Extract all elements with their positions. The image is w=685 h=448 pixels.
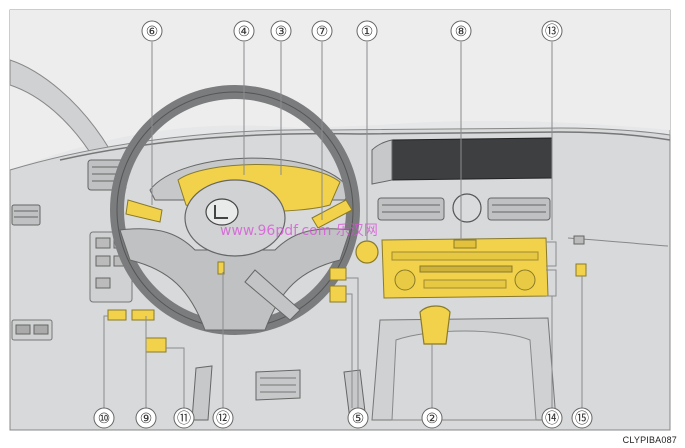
callout-13: ⑬	[541, 20, 563, 42]
analog-clock	[452, 193, 482, 223]
lexus-emblem-mark	[214, 205, 228, 219]
switch-11	[145, 337, 167, 353]
svg-text:⑥: ⑥	[146, 23, 159, 39]
display-bezel-left	[371, 139, 393, 185]
callout-8: ⑧	[450, 20, 472, 42]
callout-3: ③	[270, 20, 292, 42]
switch-9	[131, 309, 155, 321]
bracket-14	[546, 269, 557, 297]
svg-text:⑤: ⑤	[352, 410, 365, 426]
watermark-text: www.96pdf.com 乐汉网	[220, 223, 378, 239]
svg-text:⑫: ⑫	[216, 410, 230, 426]
svg-text:⑮: ⑮	[575, 410, 589, 426]
lexus-emblem	[205, 198, 239, 226]
shift-lever	[419, 305, 451, 345]
callout-5: ⑤	[347, 407, 369, 429]
callout-4: ④	[233, 20, 255, 42]
callout-10: ⑩	[93, 407, 115, 429]
console-armrest	[391, 330, 537, 421]
svg-text:⑧: ⑧	[455, 23, 468, 39]
engine-switch	[355, 240, 379, 264]
svg-text:⑨: ⑨	[140, 410, 153, 426]
switch-5b	[329, 285, 347, 303]
callout-7: ⑦	[311, 20, 333, 42]
outer-left-vent	[11, 204, 41, 226]
svg-text:⑦: ⑦	[316, 23, 329, 39]
callout-2: ②	[421, 407, 443, 429]
svg-text:⑩: ⑩	[98, 410, 111, 426]
switch-5a	[329, 267, 347, 281]
steering-spokes	[119, 228, 351, 331]
pedals	[191, 365, 367, 421]
callout-14: ⑭	[541, 407, 563, 429]
svg-text:④: ④	[238, 23, 251, 39]
center-display	[391, 137, 553, 181]
center-stack-controls	[391, 239, 539, 291]
door-switches	[11, 319, 53, 341]
bracket-13	[546, 241, 557, 267]
switch-15	[575, 263, 587, 277]
callout-15: ⑮	[571, 407, 593, 429]
left-lever	[125, 199, 163, 223]
switch-10	[107, 309, 127, 321]
figure-code: CLYPIBA087	[622, 435, 677, 445]
callout-1: ①	[356, 20, 378, 42]
svg-text:②: ②	[426, 410, 439, 426]
svg-text:③: ③	[275, 23, 288, 39]
callout-12: ⑫	[212, 407, 234, 429]
right-lever	[311, 199, 353, 229]
windshield-area	[10, 10, 670, 170]
tilt-telescopic-switch	[217, 261, 225, 275]
svg-text:⑬: ⑬	[545, 23, 559, 39]
svg-text:⑪: ⑪	[177, 410, 191, 426]
steering-column	[244, 269, 301, 321]
glovebox-latch	[573, 235, 585, 245]
svg-text:①: ①	[361, 23, 374, 39]
callout-9: ⑨	[135, 407, 157, 429]
svg-text:⑭: ⑭	[545, 410, 559, 426]
callout-11: ⑪	[173, 407, 195, 429]
leader-lines	[103, 42, 583, 408]
center-air-vents	[377, 197, 551, 221]
callout-6: ⑥	[141, 20, 163, 42]
